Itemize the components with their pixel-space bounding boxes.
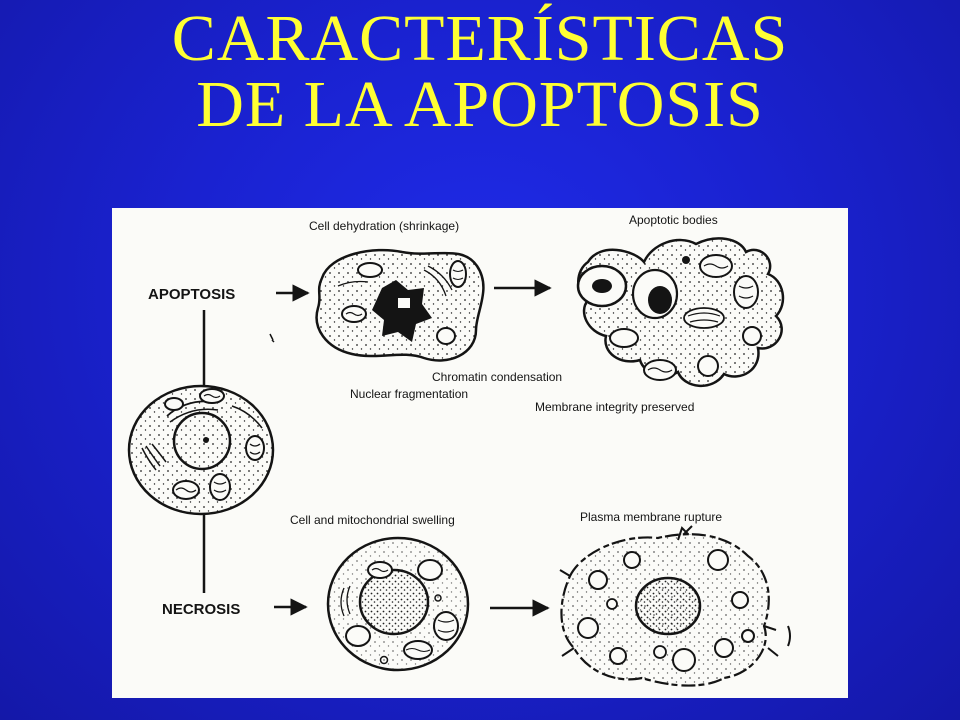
scan-mark [269,333,275,343]
normal-cell [127,384,275,516]
apoptotic-bodies [576,237,785,388]
slide-title-line-2: DE LA APOPTOSIS [196,68,764,141]
slide-title: CARACTERÍSTICAS DE LA APOPTOSIS [0,6,960,138]
slide-title-line-1: CARACTERÍSTICAS [171,2,789,75]
cell-mito-swelling-label: Cell and mitochondrial swelling [290,513,455,527]
plasma-rupture-label: Plasma membrane rupture [580,510,722,524]
apoptosis-label: APOPTOSIS [148,286,235,303]
chromatin-condensation-label: Chromatin condensation [432,370,562,384]
necrosis-label: NECROSIS [162,601,240,618]
shrunken-cell [315,248,485,362]
ruptured-cell [559,525,791,687]
membrane-integrity-label: Membrane integrity preserved [535,400,694,414]
cell-death-diagram: APOPTOSIS NECROSIS Cell dehydration (shr… [127,213,791,687]
apoptosis-necrosis-figure: APOPTOSIS NECROSIS Cell dehydration (shr… [112,208,848,698]
nuclear-fragmentation-label: Nuclear fragmentation [350,387,468,401]
swollen-cell [326,536,470,672]
cell-dehydration-label: Cell dehydration (shrinkage) [309,219,459,233]
apoptotic-bodies-label: Apoptotic bodies [629,213,718,227]
